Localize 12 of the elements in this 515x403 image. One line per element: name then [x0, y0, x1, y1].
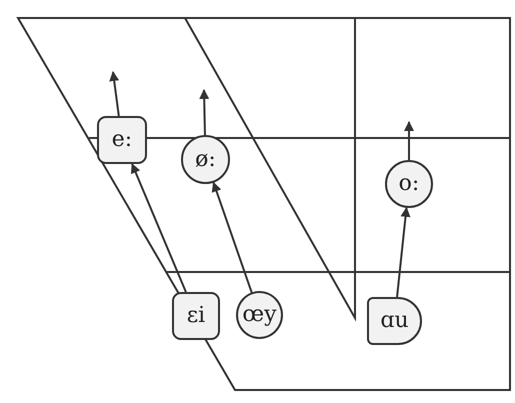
vowel-circle: œy: [236, 291, 283, 339]
vowel-circle: o:: [385, 160, 433, 208]
arrow: [130, 163, 187, 292]
vowel-box: ɑu: [367, 297, 422, 345]
vowel-box: ɛi: [172, 292, 220, 340]
arrow: [396, 206, 410, 298]
arrow: [212, 182, 253, 294]
arrow: [199, 89, 210, 136]
vowel-circle: ø:: [181, 135, 230, 184]
arrow: [404, 121, 414, 160]
vowel-box: e:: [97, 116, 147, 164]
arrow: [109, 71, 120, 116]
